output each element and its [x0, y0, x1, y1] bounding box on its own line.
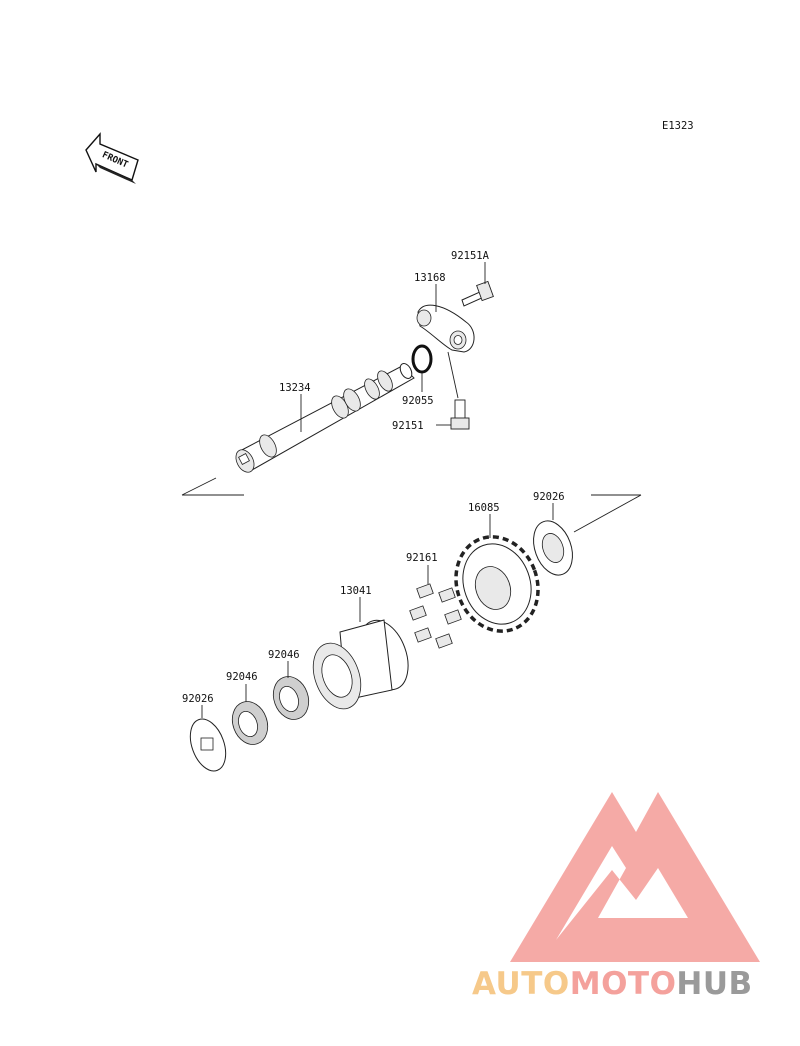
label-92151: 92151 — [392, 420, 424, 432]
label-16085: 16085 — [468, 502, 500, 514]
watermark-auto: AUTO — [472, 966, 570, 1002]
washer-92026-bottom — [189, 718, 227, 772]
label-92161: 92161 — [406, 552, 438, 564]
bolt-92151 — [450, 399, 470, 430]
diagram-code: E1323 — [662, 120, 694, 132]
bearing-92046-right — [272, 676, 310, 720]
label-92046-left: 92046 — [226, 671, 258, 683]
front-arrow-icon: FRONT — [85, 132, 139, 184]
shaft-13234 — [235, 363, 415, 473]
label-92046-right: 92046 — [268, 649, 300, 661]
watermark-wordmark: AUTOMOTOHUB — [472, 966, 753, 1002]
label-92151A: 92151A — [451, 250, 490, 262]
bearing-92046-left — [231, 701, 269, 745]
bolt-92151A — [461, 280, 494, 307]
label-92026-top: 92026 — [533, 491, 565, 503]
watermark-hub: HUB — [676, 966, 752, 1002]
watermark-moto: MOTO — [570, 966, 677, 1002]
label-92055: 92055 — [402, 395, 434, 407]
label-13168: 13168 — [414, 272, 446, 284]
gear-16085 — [454, 535, 540, 633]
label-13234: 13234 — [279, 382, 311, 394]
label-13041: 13041 — [340, 585, 372, 597]
o-ring-92055 — [411, 344, 433, 374]
damper-92161 — [409, 583, 462, 649]
lever-13168 — [416, 304, 475, 353]
hub-13041 — [312, 619, 409, 710]
washer-92026-top — [533, 520, 573, 576]
label-92026-bottom: 92026 — [182, 693, 214, 705]
leader-lines — [181, 262, 642, 718]
watermark-logo — [510, 792, 760, 962]
